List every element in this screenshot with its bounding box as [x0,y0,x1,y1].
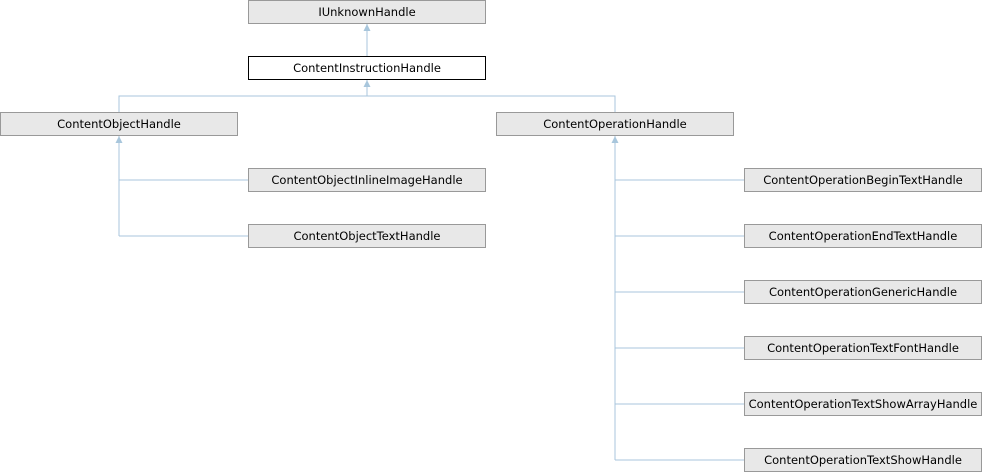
node-content-object-text-handle[interactable]: ContentObjectTextHandle [248,224,486,248]
node-content-operation-end-text-handle[interactable]: ContentOperationEndTextHandle [744,224,982,248]
node-iunknown-handle[interactable]: IUnknownHandle [248,0,486,24]
edge-object-to-instruction [118,95,367,112]
node-content-operation-text-font-handle[interactable]: ContentOperationTextFontHandle [744,336,982,360]
node-content-operation-begin-text-handle[interactable]: ContentOperationBeginTextHandle [744,168,982,192]
node-content-object-inline-image-handle[interactable]: ContentObjectInlineImageHandle [248,168,486,192]
node-content-operation-text-show-array-handle[interactable]: ContentOperationTextShowArrayHandle [744,392,982,416]
arrowhead-operation [611,136,619,143]
node-content-operation-generic-handle[interactable]: ContentOperationGenericHandle [744,280,982,304]
node-content-operation-handle[interactable]: ContentOperationHandle [496,112,734,136]
node-content-operation-text-show-handle[interactable]: ContentOperationTextShowHandle [744,448,982,472]
edge-operation-to-instruction [367,95,616,112]
node-content-object-handle[interactable]: ContentObjectHandle [0,112,238,136]
arrowhead-instruction [363,80,371,87]
node-content-instruction-handle[interactable]: ContentInstructionHandle [248,56,486,80]
arrowhead-iunknown [363,24,371,31]
arrowhead-object [115,136,123,143]
